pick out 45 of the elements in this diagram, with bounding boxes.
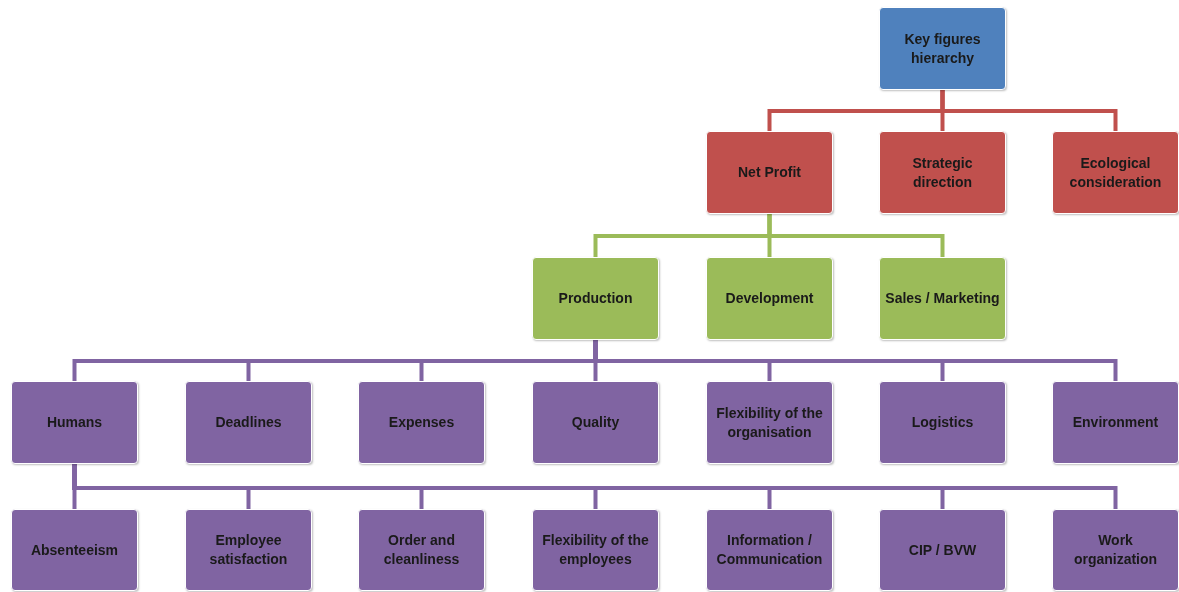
category-box — [185, 509, 312, 591]
category-box — [706, 381, 833, 464]
box-label: Logistics — [910, 413, 975, 432]
category-box — [532, 509, 659, 591]
box-label: Flexibility of the organisation — [715, 403, 824, 442]
connector-line — [940, 90, 1118, 131]
box-label: Employee satisfaction — [208, 531, 289, 569]
category-box — [11, 381, 138, 464]
box-label: Absenteeism — [29, 540, 120, 560]
connector-line — [767, 214, 945, 257]
category-box — [532, 257, 659, 340]
category-box — [706, 131, 833, 214]
connector-line — [593, 340, 1118, 381]
box-label: Development — [724, 289, 815, 308]
category-box — [706, 509, 833, 591]
category-box — [185, 381, 312, 464]
category-box — [879, 381, 1006, 464]
box-label: Flexibility of the employees — [541, 531, 650, 569]
box-label: Order and cleanliness — [382, 531, 461, 569]
box-label: Work organization — [1072, 531, 1159, 569]
category-box — [1052, 509, 1179, 591]
category-box — [358, 509, 485, 591]
box-label: Information / Communication — [715, 531, 824, 569]
box-label: CIP / BVW — [907, 540, 978, 560]
box-label: Production — [557, 289, 634, 308]
category-box — [1052, 131, 1179, 214]
category-box — [879, 509, 1006, 591]
box-label: Ecological consideration — [1068, 153, 1163, 192]
box-label: Expenses — [387, 413, 456, 432]
category-box — [358, 381, 485, 464]
category-box — [879, 131, 1006, 214]
box-label: Net Profit — [737, 163, 802, 182]
box-label: Sales / Marketing — [884, 289, 1001, 308]
box-label: Humans — [45, 413, 104, 432]
box-label: Quality — [570, 413, 621, 432]
box-label: Key figures hierarchy — [903, 29, 982, 68]
category-box — [11, 509, 138, 591]
category-box — [706, 257, 833, 340]
box-label: Environment — [1071, 413, 1160, 432]
box-label: Deadlines — [214, 413, 283, 432]
category-box — [879, 7, 1006, 90]
category-box — [879, 257, 1006, 340]
category-box — [1052, 381, 1179, 464]
box-label: Strategic direction — [911, 153, 974, 192]
category-box — [532, 381, 659, 464]
